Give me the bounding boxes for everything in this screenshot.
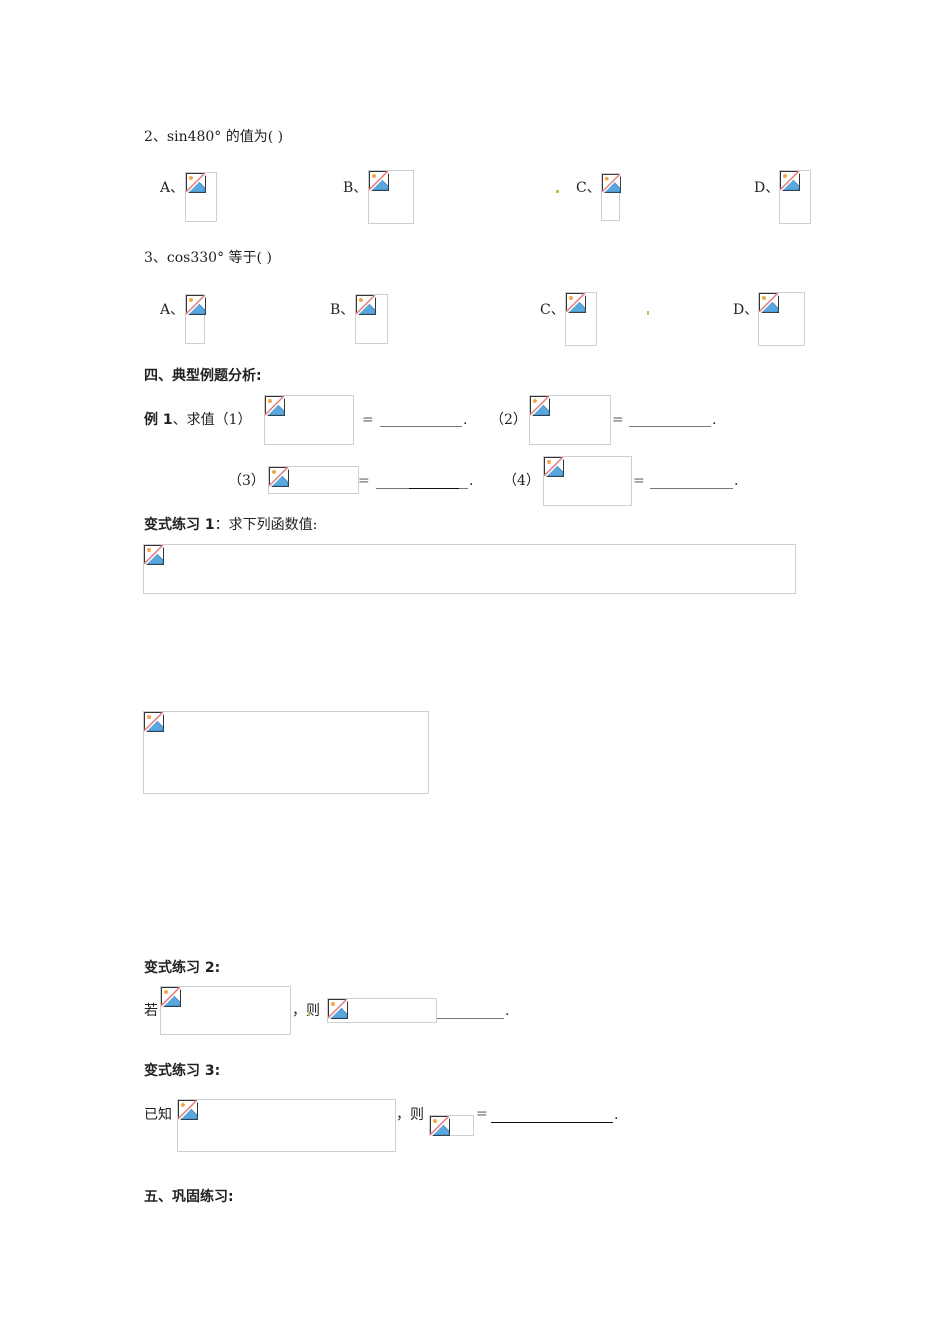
variant-2-middle: ，则: [292, 1003, 320, 1019]
q3-option-b-image: [355, 294, 388, 344]
variant-3-target-image: [429, 1115, 474, 1136]
variant-1-title-rest: ：求下列函数值:: [214, 517, 318, 533]
example-1-part-3-equals: =: [358, 473, 370, 489]
example-1-part-2-num: （2）: [490, 412, 527, 428]
broken-image-icon: [269, 467, 289, 487]
example-1-label-bold: 例 1: [144, 412, 173, 428]
q2-option-d-image: [779, 170, 811, 224]
q2-option-a-image: [185, 172, 217, 222]
decorative-dot: [647, 311, 649, 315]
variant-2-period: .: [505, 1003, 510, 1019]
broken-image-icon: [186, 173, 206, 193]
q2-option-c-image: [601, 173, 620, 221]
example-1-part-3-answer-blank-dark[interactable]: [409, 488, 459, 489]
section-5-title: 五、巩固练习:: [144, 1189, 234, 1205]
broken-image-icon: [530, 396, 550, 416]
q3-option-c-image: [565, 292, 597, 346]
q3-option-b-label: B、: [330, 302, 355, 318]
q3-option-d-label: D、: [733, 302, 759, 318]
q3-option-c-label: C、: [540, 302, 565, 318]
example-1-part-2-image: [529, 395, 611, 445]
q3-option-a-label: A、: [160, 302, 185, 318]
variant-1-image-1: [143, 544, 796, 594]
example-1-part-2-equals: =: [612, 412, 624, 428]
variant-1-title: 变式练习 1：求下列函数值:: [144, 517, 317, 533]
broken-image-icon: [544, 457, 564, 477]
broken-image-icon: [144, 712, 164, 732]
variant-3-period: .: [614, 1107, 619, 1123]
q2-option-d-label: D、: [754, 180, 780, 196]
example-1-part-2-period: .: [712, 412, 717, 428]
broken-image-icon: [602, 174, 621, 193]
variant-3-title: 变式练习 3:: [144, 1063, 221, 1079]
decorative-dot: [556, 190, 559, 193]
variant-1-title-bold: 变式练习 1: [144, 517, 215, 533]
example-1-part-4-image: [543, 456, 632, 506]
example-1-part-1-image: [264, 395, 354, 445]
broken-image-icon: [780, 171, 800, 191]
broken-image-icon: [144, 545, 164, 565]
question-2-stem: 2、sin480° 的值为( ): [144, 129, 284, 145]
variant-3-equals: =: [476, 1106, 488, 1122]
broken-image-icon: [265, 396, 285, 416]
variant-3-answer-blank[interactable]: [491, 1122, 613, 1123]
section-4-title: 四、典型例题分析:: [144, 368, 262, 384]
variant-3-condition-image: [177, 1099, 396, 1152]
variant-3-prefix: 已知: [144, 1107, 172, 1123]
example-1-part-2-answer-blank[interactable]: [629, 426, 711, 427]
decorative-dot: [308, 1013, 310, 1016]
example-1-part-1-period: .: [463, 412, 468, 428]
example-1-label-rest: 、求值（1）: [172, 412, 252, 428]
example-1-part-4-equals: =: [633, 473, 645, 489]
example-1-part-4-period: .: [734, 473, 739, 489]
example-1-part-3-num: （3）: [228, 473, 265, 489]
question-3-stem: 3、cos330° 等于( ): [144, 250, 272, 266]
broken-image-icon: [430, 1116, 450, 1136]
variant-2-target-image: [327, 998, 437, 1023]
q2-option-a-label: A、: [160, 180, 185, 196]
broken-image-icon: [328, 999, 348, 1019]
example-1-part-3-answer-blank-light[interactable]: [376, 488, 409, 489]
broken-image-icon: [178, 1100, 198, 1120]
example-1-part-3-answer-blank-end[interactable]: [459, 488, 468, 489]
broken-image-icon: [186, 295, 206, 315]
broken-image-icon: [356, 295, 376, 315]
q2-option-c-label: C、: [576, 180, 601, 196]
broken-image-icon: [369, 171, 389, 191]
example-1-part-1-answer-blank[interactable]: [380, 426, 462, 427]
variant-2-condition-image: [160, 986, 291, 1035]
broken-image-icon: [759, 293, 779, 313]
example-1-part-4-answer-blank[interactable]: [650, 488, 733, 489]
q2-option-b-image: [368, 170, 414, 224]
broken-image-icon: [161, 987, 181, 1007]
variant-2-answer-blank[interactable]: [437, 1018, 504, 1019]
broken-image-icon: [566, 293, 586, 313]
variant-2-prefix: 若: [144, 1003, 158, 1019]
q3-option-a-image: [185, 294, 205, 344]
variant-2-title: 变式练习 2:: [144, 960, 221, 976]
q3-option-d-image: [758, 292, 805, 346]
example-1-part-3-image: [268, 466, 359, 494]
example-1-part-3-period: .: [469, 473, 474, 489]
variant-3-middle: ，则: [396, 1107, 424, 1123]
example-1-label: 例 1、求值（1）: [144, 412, 252, 428]
example-1-part-4-num: （4）: [503, 473, 540, 489]
example-1-part-1-equals: =: [362, 412, 374, 428]
variant-1-image-2: [143, 711, 429, 794]
q2-option-b-label: B、: [343, 180, 368, 196]
